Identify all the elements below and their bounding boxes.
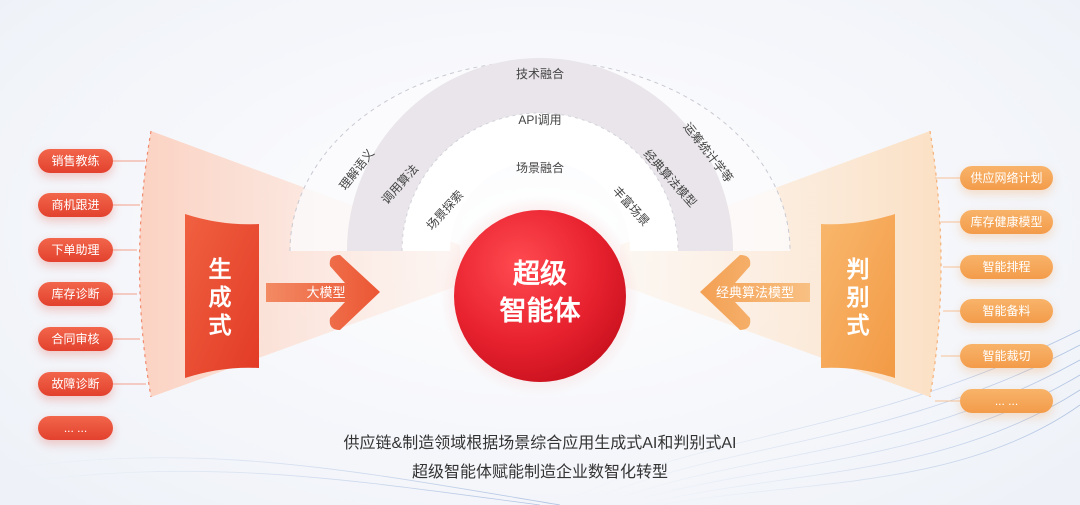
caption-line-2: 超级智能体赋能制造企业数智化转型 — [411, 464, 668, 481]
generative-item-opportunity-followup: 商机跟进 — [38, 193, 113, 217]
discriminative-item-smart-material-prep: 智能备料 — [960, 299, 1053, 323]
discriminative-arrow — [700, 255, 810, 330]
discriminative-item-inventory-health-model: 库存健康模型 — [960, 210, 1053, 234]
generative-item-fault-diagnosis: 故障诊断 — [38, 372, 113, 396]
discriminative-wing-dashed-edge — [929, 130, 942, 398]
generative-connectors — [113, 160, 146, 385]
generative-item-contract-review: 合同审核 — [38, 327, 113, 351]
generative-arrow-label: 大模型 — [306, 285, 345, 300]
discriminative-title-char-2: 别 — [846, 284, 870, 310]
discriminative-arrow-label: 经典算法模型 — [716, 285, 794, 300]
generative-item-more: ... ... — [38, 416, 113, 440]
generative-banner — [185, 214, 259, 378]
discriminative-item-more: ... ... — [960, 389, 1053, 413]
discriminative-item-supply-network-plan: 供应网络计划 — [960, 166, 1053, 190]
background-wave — [0, 329, 1080, 505]
generative-item-sales-coach: 销售教练 — [38, 149, 113, 173]
outer-ring-label-top: 技术融合 — [516, 66, 564, 81]
generative-title-char-3: 式 — [209, 312, 232, 338]
generative-item-inventory-diagnosis: 库存诊断 — [38, 282, 113, 306]
discriminative-connectors — [935, 177, 960, 402]
discriminative-item-smart-cutting: 智能裁切 — [960, 344, 1053, 368]
generative-arrow — [266, 255, 380, 330]
middle-ring — [347, 58, 733, 251]
core-title-line2: 智能体 — [500, 295, 582, 326]
discriminative-title-char-1: 判 — [847, 256, 870, 282]
middle-ring-label-top: API调用 — [518, 113, 561, 127]
generative-wing-dashed-edge — [138, 130, 152, 398]
core-title-line1: 超级 — [513, 258, 567, 289]
caption-line-1: 供应链&制造领域根据场景综合应用生成式AI和判别式AI — [343, 435, 737, 452]
inner-ring-dashed-border — [401, 112, 679, 252]
core-circle — [454, 210, 626, 382]
discriminative-item-smart-scheduling: 智能排程 — [960, 255, 1053, 279]
generative-title-char-2: 成 — [209, 284, 232, 310]
generative-title-char-1: 生 — [209, 256, 232, 282]
discriminative-banner — [821, 214, 895, 378]
outer-ring — [290, 58, 790, 251]
generative-item-order-assistant: 下单助理 — [38, 238, 113, 262]
inner-ring — [402, 113, 678, 251]
inner-ring-label-top: 场景融合 — [516, 160, 564, 175]
discriminative-title-char-3: 式 — [847, 312, 870, 338]
